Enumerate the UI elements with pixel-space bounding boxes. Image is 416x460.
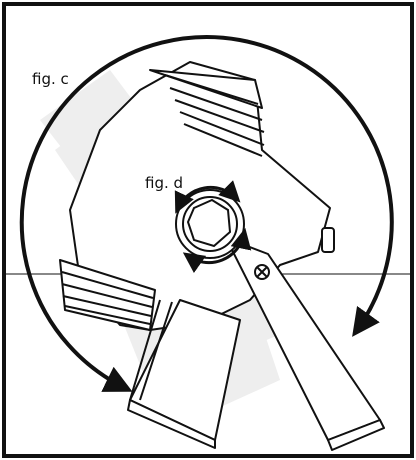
yoke-screw — [254, 264, 270, 280]
label-fig-d: fig. d — [145, 174, 183, 192]
rotation-arc-fig-c — [19, 35, 394, 392]
mounting-yoke — [127, 237, 385, 451]
label-fig-c: fig. c — [32, 70, 69, 88]
rotation-arrow-fig-d-bottom — [182, 227, 252, 274]
tilt-knob — [175, 189, 245, 259]
rotation-arrow-fig-d-top — [174, 180, 241, 214]
